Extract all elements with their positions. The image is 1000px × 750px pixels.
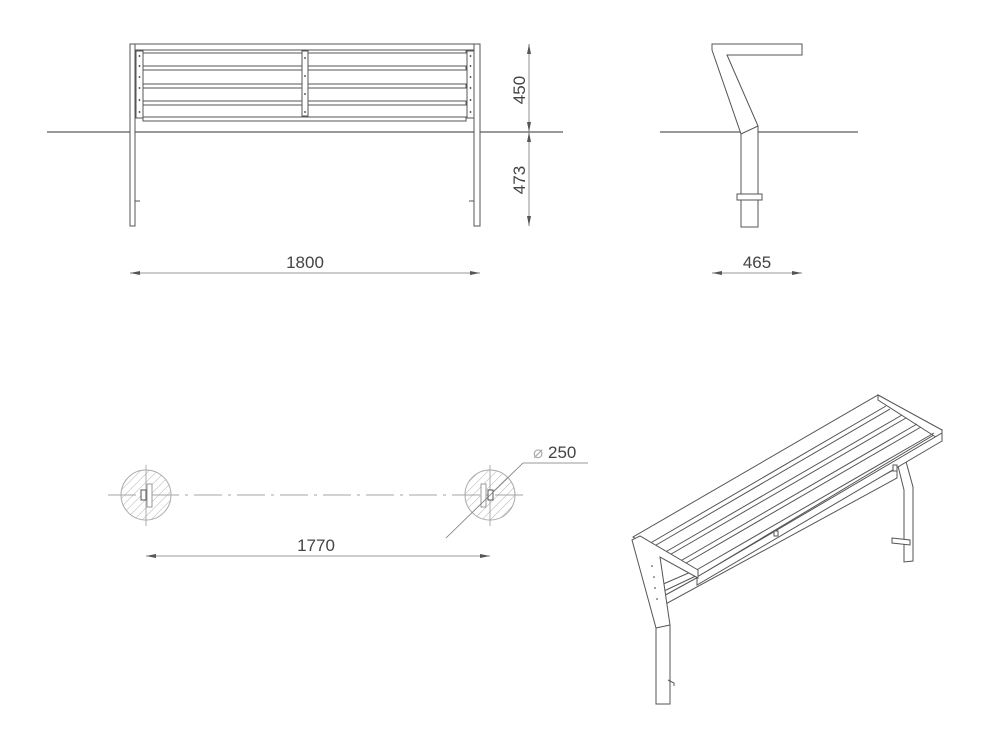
- anchor-brackets: [134, 196, 475, 202]
- right-plate: [466, 50, 475, 119]
- anchor-bracket: [736, 193, 763, 201]
- middle-plate: [301, 50, 309, 117]
- footing-diameter-label: 250: [548, 443, 576, 462]
- side-view: 465: [660, 43, 858, 275]
- left-leg: [631, 535, 699, 705]
- isometric-view: [631, 394, 944, 705]
- front-view: 450 473 1800: [47, 43, 563, 275]
- seat-slats: [646, 405, 935, 573]
- seat-height-label: 473: [510, 166, 529, 194]
- post-spacing-label: 1770: [297, 536, 335, 555]
- diameter-symbol: ⌀: [533, 443, 543, 462]
- backrest-height-label: 450: [510, 76, 529, 104]
- right-post: [473, 43, 481, 227]
- left-plate: [135, 50, 144, 119]
- top-rail: [134, 43, 475, 51]
- plan-view: ⌀ 250 1770: [108, 443, 588, 558]
- right-leg: [896, 457, 914, 563]
- seat-front-edge: [696, 432, 943, 586]
- bolt-holes: [138, 55, 472, 113]
- side-frame: [711, 43, 803, 228]
- width-label: 1800: [286, 253, 324, 272]
- depth-label: 465: [743, 253, 771, 272]
- diameter-leader: [445, 462, 524, 539]
- left-anchor-bracket: [667, 679, 675, 686]
- left-post: [129, 43, 136, 227]
